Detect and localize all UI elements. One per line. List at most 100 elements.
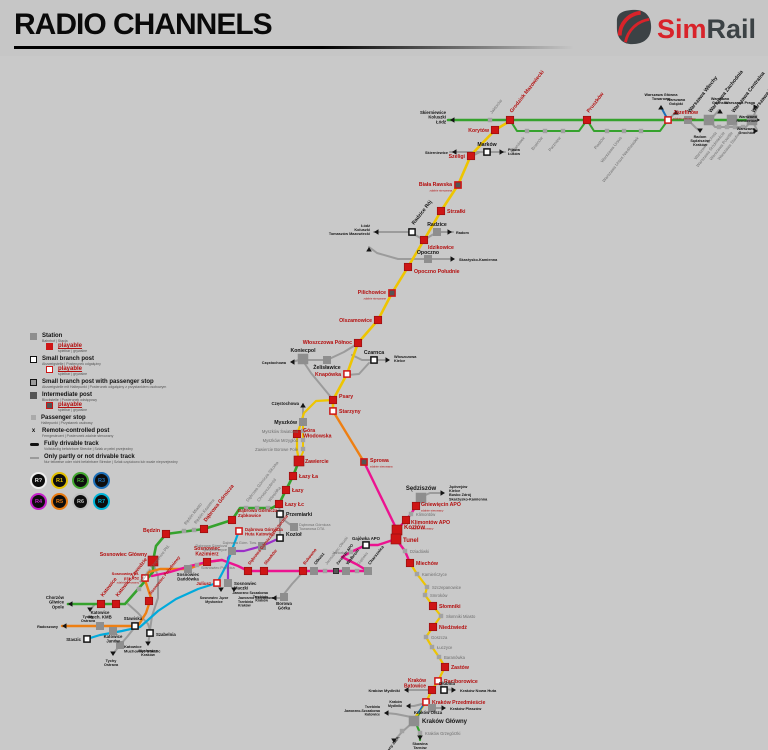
station-b-dzin-ksawera	[191, 527, 197, 533]
station-label-kamie-czyce: Kamieńczyce	[422, 572, 448, 577]
station-label-warszawa-ursus-nied-wiadek: Warszawa Ursus Niedźwiadek	[601, 135, 640, 183]
station-label-myszk-w: Myszków	[274, 420, 298, 426]
station-s-omniki-miasto	[438, 613, 444, 619]
station-label-s-omniki-miasto: Słomniki Miasto	[446, 614, 476, 619]
station-label-sosnowiec-por-bka: Sosnowiec Porąbka	[201, 566, 235, 570]
station-warszawa-ursus	[621, 128, 627, 134]
station-psary	[328, 395, 338, 405]
legend-icon-track2	[30, 457, 39, 459]
station-label-zast-w: Zastów	[451, 665, 470, 671]
station-s-dzisz-w	[415, 492, 427, 504]
station-label-grodzisk-mazowiecki: Grodzisk Mazowiecki	[509, 69, 546, 114]
station-label-szczepanowice: Szczepanowice	[432, 585, 462, 590]
station-kozio	[276, 534, 284, 542]
arrow-label-krak-w-mydlniki: Kraków Mydlniki	[368, 688, 400, 693]
legend-icon-stp	[31, 415, 36, 420]
station-label-azy-c: Łazy Łc	[285, 502, 304, 508]
station-parzniew	[560, 128, 566, 134]
logo-rail: Rail	[706, 14, 756, 44]
legend-label: Passenger stop	[41, 415, 86, 421]
arrow-jaworzno-szczakowa-trzebinia-krak-w	[272, 595, 277, 601]
channel-badge-r: R?	[30, 472, 47, 489]
arrow-warszawa-g-wna-towarowa	[658, 105, 664, 110]
arrow-label-skar-ysko-kamienna: Skarżysko-Kamienna	[459, 258, 498, 262]
legend-sublabel: Bahnhof | Stacja	[42, 339, 68, 343]
station-zawiercie	[293, 455, 305, 467]
legend-icon-x: x	[31, 428, 36, 434]
station-szczepanowice	[424, 584, 430, 590]
station-s-omniki	[428, 601, 438, 611]
legend-label: playable	[58, 343, 83, 349]
station-wolbrom	[342, 567, 350, 575]
station-label-azy: Łazy	[292, 488, 304, 494]
line-cmk	[331, 119, 512, 416]
legend-icon-im	[30, 392, 37, 399]
station-czarnca	[370, 356, 378, 364]
arrow-skierniewice-koluszki-d	[450, 117, 455, 123]
line-czarnca	[351, 354, 389, 361]
channel-badge-r3: R3	[93, 472, 110, 489]
station-pilichowice	[388, 289, 396, 297]
station-warszawa-r-dmie-cie	[724, 124, 730, 130]
station-label-koz-w: Kozłów	[404, 525, 425, 531]
legend-sublabel: spielbar | grywalne	[58, 349, 88, 353]
station-label-krak-w-olsza: Kraków Olsza	[414, 710, 443, 715]
channel-badge-r2: R2	[72, 472, 89, 489]
station-s-awk-w	[259, 566, 269, 576]
arrow-skar-ysko-kamienna	[450, 256, 455, 262]
legend-label: Only partly or not drivable track	[44, 454, 135, 460]
station-jaroszowiec-olkuski	[322, 568, 328, 574]
legend-icon-br	[30, 356, 37, 363]
arrow-tychy-ostrava	[110, 651, 116, 656]
arrow-j-drzej-w-kielce-busko-zdr-j-skar-ysko-kamienna	[440, 490, 445, 496]
station-label-klimont-w: Klimontów	[416, 512, 436, 517]
station-label-psary: Psary	[339, 394, 353, 400]
station-staszic	[83, 635, 91, 643]
station-label-zawiercie: Zawiercie	[305, 459, 329, 465]
station-koniecpol	[297, 353, 309, 365]
arrow-skierniewice	[452, 149, 457, 155]
station-sosnowiec-kazimierz	[202, 557, 212, 567]
station-koz-w	[391, 524, 403, 536]
station-azy-c	[274, 499, 284, 509]
legend-label: playable	[58, 366, 83, 372]
station-label-nied-wied: Niedźwiedź	[439, 625, 467, 631]
arrow-x	[391, 738, 397, 743]
arrow-krak-w-p-asz-w	[441, 705, 446, 711]
station-label-piast-w: Piastów	[593, 135, 607, 150]
station-label-jaktor-w: Jaktorów	[489, 98, 504, 115]
station-gaj-wka	[354, 568, 360, 574]
station-label-b-dzin: Będzin	[143, 528, 160, 534]
arrow-label-cz-stochowa: Częstochowa	[272, 401, 300, 406]
station-label-olszamowice: Olszamowice	[339, 318, 372, 324]
arrow-label-cz-stochowa: Częstochowa	[262, 361, 287, 365]
arrow-trzebinia-jaworzno-szczakowa-katowice	[384, 710, 389, 716]
station-label-radzice: Radzice	[427, 222, 447, 228]
station-myszk-w-wiatowit	[300, 428, 306, 434]
station-opoczno	[424, 255, 432, 263]
station-d-browa-g-rnicza	[199, 524, 209, 534]
arrow-label-krak-w-nowa-huta: Kraków Nowa Huta	[460, 688, 497, 693]
